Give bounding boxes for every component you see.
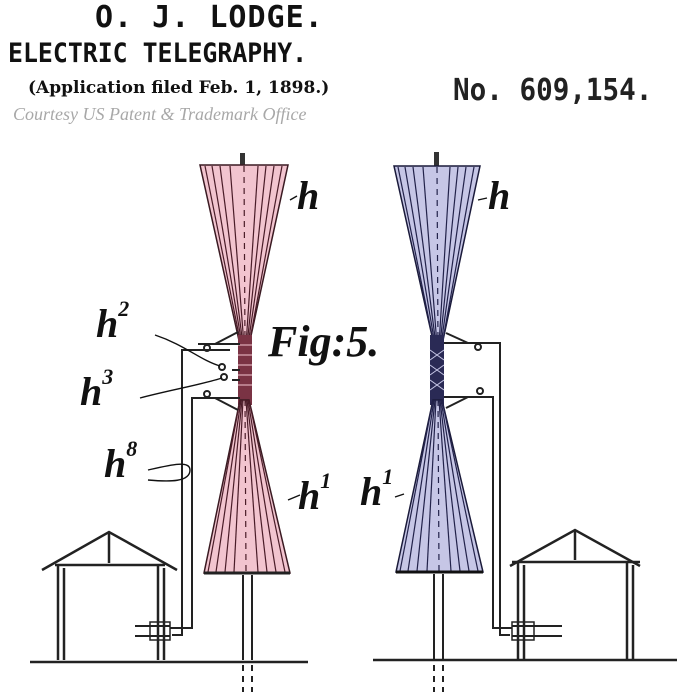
left-antenna [199,153,291,692]
patent-title: ELECTRIC TELEGRAPHY. [8,38,308,69]
label-h8: h8 [104,436,138,486]
right-antenna [393,152,484,692]
patent-number: No. 609,154. [453,73,653,108]
label-h3: h3 [80,364,114,414]
label-h1-left: h1 [298,468,332,518]
right-coupler-brackets [444,332,512,636]
left-coupler-brackets [170,331,240,636]
right-leader-lines [394,197,488,498]
label-h1-right: h1 [360,464,394,514]
inventor-name: O. J. LODGE. [95,0,324,35]
filing-date: (Application filed Feb. 1, 1898.) [28,78,330,98]
left-leader-lines [139,195,301,501]
label-h2: h2 [96,296,130,346]
figure-label: Fig:5. [268,317,380,366]
courtesy-credit: Courtesy US Patent & Trademark Office [13,104,307,124]
label-h-left-top: h [297,173,320,218]
left-house [41,530,178,660]
label-h-right-top: h [488,173,511,218]
right-house [509,528,641,660]
